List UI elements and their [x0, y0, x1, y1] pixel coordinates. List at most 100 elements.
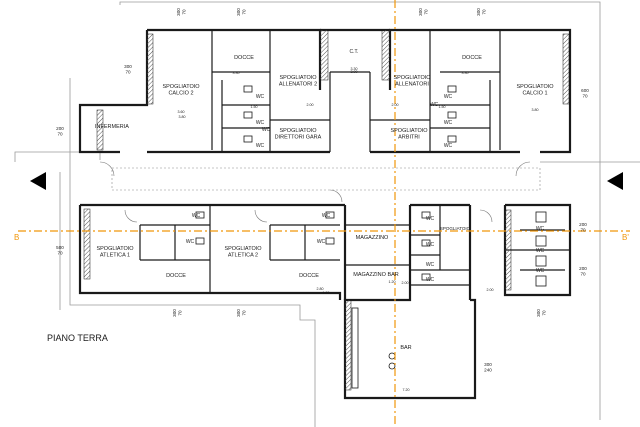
dimension-line: 2.00 — [307, 103, 314, 107]
dimension-d-380-a: 3.80 — [179, 115, 186, 119]
dimension-line: 200 — [579, 222, 587, 227]
room-label-line: ATLETICA 2 — [228, 253, 258, 259]
dimension-line: 70 — [182, 9, 187, 15]
room-label-wc-10: WC — [317, 239, 326, 245]
room-label-spogliatoio-bar: SPOGLIATOIO — [440, 226, 471, 231]
room-label-line: WC — [186, 239, 195, 245]
room-label-wc-16: WC — [536, 248, 545, 254]
dimension-line: 300 — [418, 8, 423, 16]
dimension-line: 2.80 — [317, 287, 324, 291]
room-label-line: DOCCE — [299, 273, 319, 279]
dimension-d-300-70-bottom-b: 30070 — [236, 309, 247, 317]
dimension-d-380-b: 3.80 — [532, 108, 539, 112]
dimension-line: 3.80 — [179, 115, 186, 119]
room-label-line: WC — [430, 102, 439, 108]
room-label-wc-19: WC — [262, 127, 271, 133]
room-label-line: WC — [256, 143, 265, 149]
room-label-line: SPOGLIATOIO — [224, 246, 262, 252]
room-label-line: DOCCE — [234, 55, 254, 61]
room-label-line: WC — [536, 248, 545, 254]
dimension-d-200-c: 2.00 — [402, 281, 409, 285]
room-label-line: WC — [256, 120, 265, 126]
room-label-wc-18: WC — [430, 102, 439, 108]
room-label-wc-8: WC — [186, 239, 195, 245]
hatched-walls — [83, 29, 570, 391]
room-label-docce-top-left: DOCCE — [234, 55, 254, 61]
room-label-wc-4: WC — [444, 94, 453, 100]
room-label-wc-6: WC — [444, 143, 453, 149]
room-label-line: WC — [426, 216, 435, 222]
dimension-d-120-a: 1.20 — [323, 291, 330, 295]
room-label-line: SPOGLIATOIO — [390, 128, 428, 134]
room-label-wc-11: WC — [426, 216, 435, 222]
room-label-wc-12: WC — [426, 242, 435, 248]
entrance-arrow-left-icon — [30, 172, 46, 190]
room-label-line: MAGAZZINO BAR — [353, 272, 399, 278]
dimension-line: 3.60 — [178, 110, 185, 114]
room-label-line: INFERMERIA — [95, 124, 129, 130]
dimension-line: 70 — [125, 70, 131, 75]
room-label-line: WC — [317, 239, 326, 245]
dimension-line: 300 — [484, 362, 492, 367]
door-swings — [99, 161, 531, 223]
dimension-line: 300 — [124, 64, 132, 69]
room-label-line: CALCIO 2 — [168, 91, 193, 97]
dimension-d-300-70-top-c: 30070 — [418, 8, 429, 16]
dimension-d-360: 3.60 — [178, 110, 185, 114]
dimension-d-720: 7.20 — [403, 388, 410, 392]
room-label-wc-14: WC — [426, 277, 435, 283]
room-label-line: ATLETICA 1 — [100, 253, 130, 259]
room-label-line: DIRETTORI GARA — [275, 135, 322, 141]
room-label-line: WC — [262, 127, 271, 133]
dimension-d-200-d: 2.00 — [487, 288, 494, 292]
dimension-line: 3.80 — [532, 108, 539, 112]
room-label-line: WC — [322, 213, 331, 219]
dimension-d-120-b: 1.20 — [389, 280, 396, 284]
dimension-d-200-b: 2.00 — [392, 103, 399, 107]
section-mark-right: B' — [622, 233, 629, 242]
room-label-line: BAR — [400, 345, 411, 351]
dimension-line: 300 — [236, 8, 241, 16]
site-boundary — [14, 1, 640, 427]
dimension-line: 500 — [56, 245, 64, 250]
room-label-infermeria: INFERMERIA — [95, 124, 129, 130]
dimension-line: 1.20 — [389, 280, 396, 284]
room-label-wc-5: WC — [444, 120, 453, 126]
room-label-docce-top-right: DOCCE — [462, 55, 482, 61]
dimension-line: 1.50 — [439, 105, 446, 109]
dimension-d-280: 2.80 — [317, 287, 324, 291]
dimension-line: 3.00 — [351, 70, 358, 74]
room-label-magazzino: MAGAZZINO — [356, 235, 389, 241]
room-label-line: WC — [536, 226, 545, 232]
room-label-wc-7: WC — [192, 213, 201, 219]
room-label-line: ALLENATORI — [395, 82, 429, 88]
dimension-line: 300 — [172, 309, 177, 317]
dimension-line: 200 — [56, 126, 64, 131]
dimension-d-330-c: 3.30 — [462, 71, 469, 75]
room-label-line: WC — [256, 94, 265, 100]
room-label-wc-15: WC — [536, 226, 545, 232]
dimension-d-150-a: 1.50 — [251, 105, 258, 109]
dimension-line: 600 — [581, 88, 589, 93]
room-label-line: WC — [444, 143, 453, 149]
dimension-line: 240 — [484, 368, 492, 373]
dimension-line: 1.50 — [251, 105, 258, 109]
room-label-wc-13: WC — [426, 262, 435, 268]
room-label-wc-1: WC — [256, 94, 265, 100]
dimension-line: 2.00 — [392, 103, 399, 107]
room-label-line: WC — [444, 94, 453, 100]
room-label-line: WC — [426, 262, 435, 268]
entrance-arrow-right-icon — [607, 172, 623, 190]
corridor-outline — [111, 167, 541, 191]
room-label-line: SPOGLIATOIO — [440, 226, 471, 231]
